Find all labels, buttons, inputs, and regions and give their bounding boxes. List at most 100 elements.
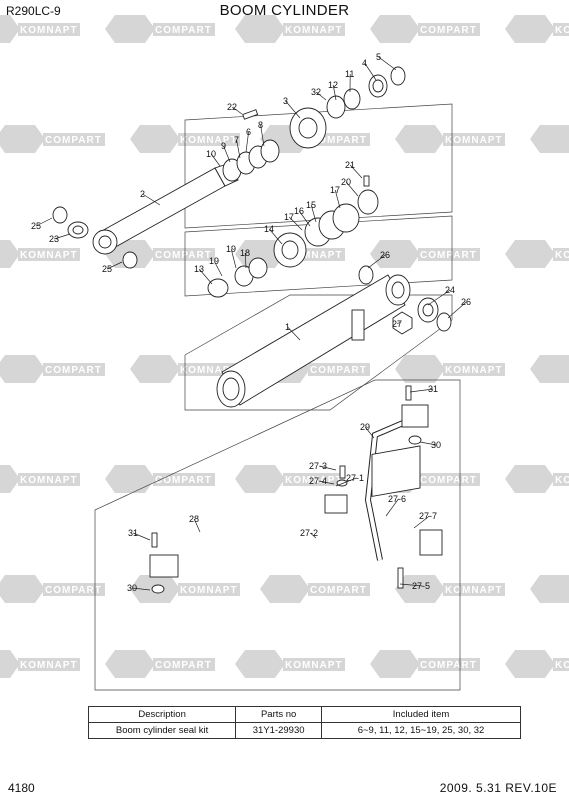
page-title: BOOM CYLINDER	[219, 2, 350, 19]
callout-label[interactable]: 27-3	[309, 461, 327, 471]
svg-text:COMPART: COMPART	[420, 475, 477, 486]
ring-5-part	[390, 66, 406, 86]
callout-label[interactable]: 2	[140, 189, 145, 199]
callout-label[interactable]: 13	[194, 264, 204, 274]
callout-label[interactable]: 25	[31, 221, 41, 231]
callout-leader-line	[413, 515, 430, 529]
watermark-tile: COMPART	[530, 355, 569, 383]
callout-label[interactable]: 28	[189, 514, 199, 524]
callout-label[interactable]: 10	[206, 149, 216, 159]
callout-label[interactable]: 30	[431, 440, 441, 450]
callout-leader-line	[396, 321, 401, 325]
callout-label[interactable]: 27-4	[309, 476, 327, 486]
watermark-tile: KOMNAPT	[505, 650, 569, 678]
callout-leader-line	[260, 124, 265, 147]
callout-leader-line	[193, 518, 201, 533]
callout-label[interactable]: 29	[360, 422, 370, 432]
page-number: 4180	[8, 781, 35, 795]
col-included-item: Included item	[321, 706, 521, 723]
callout-label[interactable]: 31	[428, 384, 438, 394]
ring-26a-part	[358, 265, 374, 285]
callout-leader-line	[142, 193, 161, 206]
seal-kit-part-number[interactable]: 31Y1-29930	[235, 722, 323, 739]
callout-27-hexagon	[392, 311, 413, 335]
svg-text:COMPART: COMPART	[310, 585, 367, 596]
callout-label[interactable]: 6	[246, 127, 251, 137]
watermark-tile: KOMNAPT	[505, 240, 569, 268]
callout-label[interactable]: 16	[294, 206, 304, 216]
bushing-4-part	[368, 74, 388, 98]
watermark-tile: COMPART	[105, 465, 215, 493]
svg-text:COMPART: COMPART	[310, 135, 367, 146]
callout-label[interactable]: 27-6	[388, 494, 406, 504]
callout-label[interactable]: 17	[330, 185, 340, 195]
callout-label[interactable]: 32	[311, 87, 321, 97]
callout-leader-line	[230, 248, 237, 269]
callout-leader-line	[285, 100, 301, 119]
callout-label[interactable]: 5	[376, 52, 381, 62]
callout-label[interactable]: 18	[240, 248, 250, 258]
watermark-tile: COMPART	[105, 15, 215, 43]
callout-label[interactable]: 27-2	[300, 528, 318, 538]
svg-text:KOMNAPT: KOMNAPT	[445, 585, 503, 596]
callout-leader-line	[310, 532, 317, 539]
callout-leader-line	[133, 532, 151, 541]
callout-label[interactable]: 21	[345, 160, 355, 170]
callout-label[interactable]: 8	[258, 120, 263, 130]
svg-text:COMPART: COMPART	[155, 25, 212, 36]
ring-12-part	[343, 88, 361, 110]
callout-label[interactable]: 30	[127, 583, 137, 593]
bushing-24-part	[417, 297, 439, 323]
callout-label[interactable]: 11	[345, 69, 354, 79]
callout-label[interactable]: 27-5	[412, 581, 430, 591]
callout-label[interactable]: 23	[49, 234, 59, 244]
piston-14-part	[273, 232, 307, 268]
valve-block-27-part	[324, 445, 443, 589]
watermark-tile: KOMNAPT	[0, 15, 80, 43]
callout-label[interactable]: 26	[461, 297, 471, 307]
callout-label[interactable]: 19	[226, 244, 236, 254]
callout-leader-line	[409, 388, 434, 393]
callout-leader-line	[364, 426, 375, 439]
callout-label[interactable]: 25	[102, 264, 112, 274]
col-description: Description	[87, 706, 237, 723]
watermark-layer: KOMNAPT COMPART KOMNAPT COMPART KOMNAPT COMPA…	[0, 15, 569, 678]
callout-label[interactable]: 1	[285, 322, 290, 332]
callout-label[interactable]: 27	[392, 319, 402, 329]
callout-label[interactable]: 27-7	[419, 511, 437, 521]
svg-text:COMPART: COMPART	[155, 250, 212, 261]
callout-label[interactable]: 12	[328, 80, 338, 90]
oring-30a-part	[408, 435, 422, 445]
callout-label[interactable]: 22	[227, 102, 237, 112]
svg-text:KOMNAPT: KOMNAPT	[285, 25, 343, 36]
piston-rod-part	[92, 162, 239, 255]
ring-18-part	[248, 257, 268, 279]
tube-clamp	[351, 309, 365, 341]
callout-label[interactable]: 20	[341, 177, 351, 187]
callout-label[interactable]: 31	[128, 528, 138, 538]
callout-label[interactable]: 4	[362, 58, 367, 68]
watermark-tile: KOMNAPT	[0, 240, 80, 268]
callout-label[interactable]: 17	[284, 212, 294, 222]
callout-label[interactable]: 7	[234, 135, 239, 145]
svg-text:KOMNAPT: KOMNAPT	[180, 365, 238, 376]
callout-label[interactable]: 26	[380, 250, 390, 260]
callout-leader-line	[54, 233, 71, 240]
callout-leader-line	[364, 62, 377, 81]
callout-label[interactable]: 14	[264, 224, 274, 234]
callout-label[interactable]: 9	[221, 141, 226, 151]
callout-label[interactable]: 15	[306, 200, 316, 210]
callout-leader-line	[132, 587, 151, 591]
callout-leader-line	[210, 153, 221, 167]
callout-label[interactable]: 27-1	[346, 473, 364, 483]
svg-text:KOMNAPT: KOMNAPT	[20, 25, 78, 36]
svg-text:KOMNAPT: KOMNAPT	[180, 585, 238, 596]
svg-text:COMPART: COMPART	[420, 250, 477, 261]
callout-label[interactable]: 19	[209, 256, 219, 266]
watermark-tile: KOMNAPT	[235, 465, 345, 493]
piston-seals-15-17	[304, 203, 360, 247]
callout-label[interactable]: 24	[445, 285, 455, 295]
callout-leader-line	[310, 204, 317, 223]
callout-label[interactable]: 3	[283, 96, 288, 106]
